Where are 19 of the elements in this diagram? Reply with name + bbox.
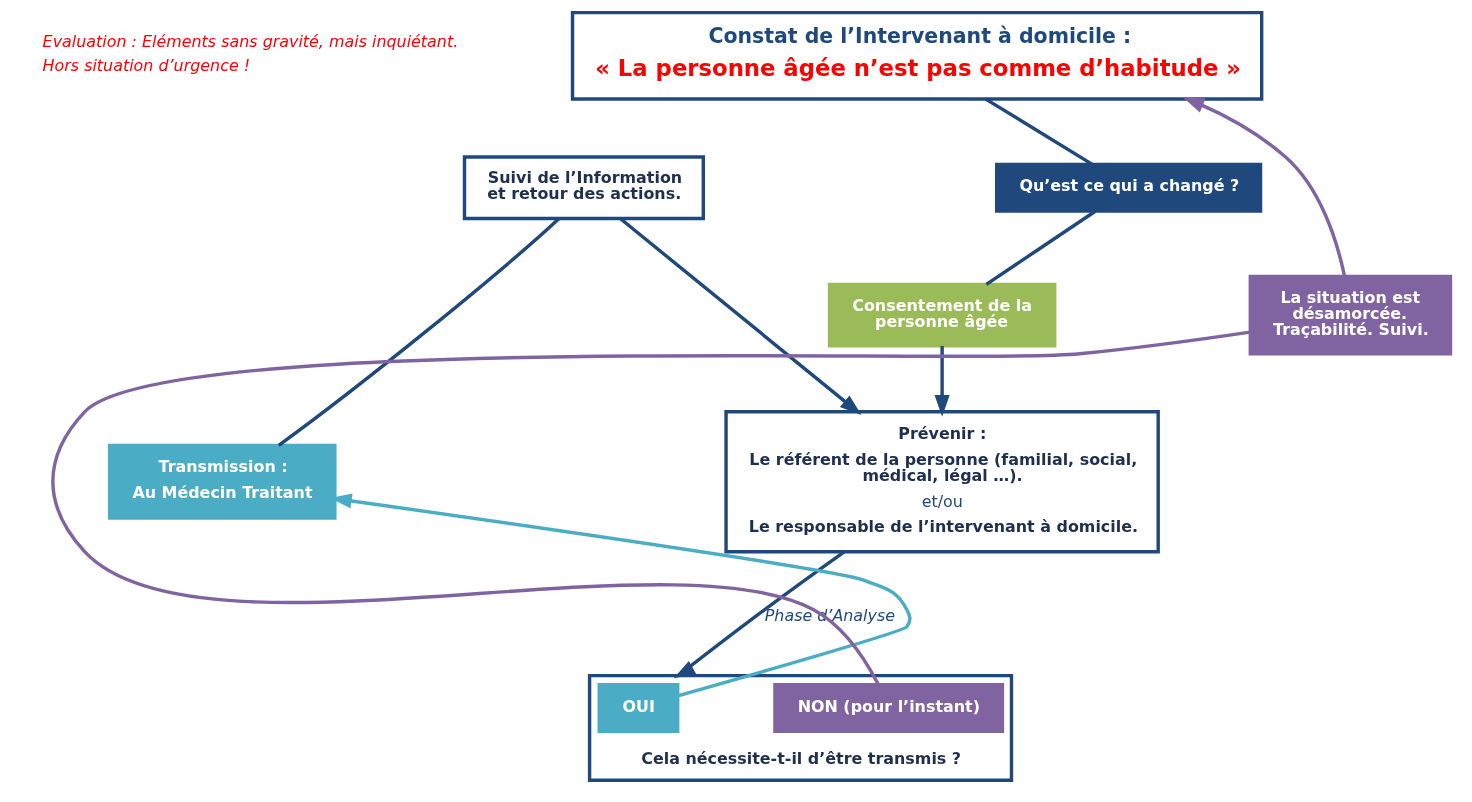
label: Evaluation : Eléments sans gravité, mais inquiétant. <box>42 31 459 51</box>
arrow <box>673 550 846 679</box>
node-box: Constat de l’Intervenant à domicile : « La personne âgée n’est pas comme d’habitude » <box>570 10 1264 101</box>
label: Hors situation d’urgence ! <box>42 55 251 75</box>
connector <box>984 97 1094 166</box>
node-box: Consentement de la personne âgée <box>827 282 1057 348</box>
node-box: Qu’est ce qui a changé ? <box>995 162 1263 213</box>
node-box: Prévenir : Le référent de la personne (familial, social, médical, légal …). et/ou Le responsable de l’intervenant à domicile. <box>724 410 1160 554</box>
node-box: La situation est désamorcée. Traçabilité. Suivi. <box>1248 274 1453 356</box>
node-box: OUI <box>597 683 680 734</box>
arrow <box>934 346 950 417</box>
connector <box>51 330 1251 686</box>
node-box: Suivi de l’Information et retour des actions. <box>462 155 705 221</box>
connector <box>985 209 1097 286</box>
connector <box>277 217 561 447</box>
node-box: Transmission : Au Médecin Traitant <box>107 443 337 520</box>
arrow <box>619 217 862 415</box>
arrow <box>1182 97 1347 277</box>
node-box: NON (pour l’instant) <box>773 683 1005 734</box>
